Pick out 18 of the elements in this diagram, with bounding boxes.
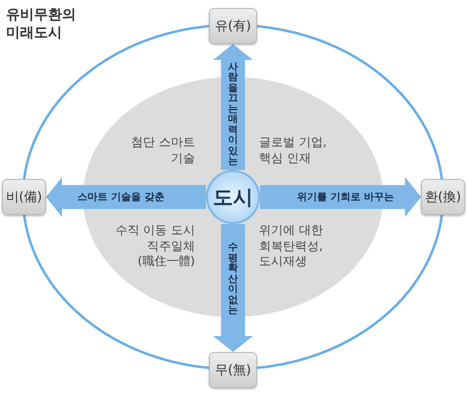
- label-box: 유(有): [209, 8, 257, 44]
- label-box: 환(換): [421, 179, 465, 215]
- quadrant-text: 수직 이동 도시 직주일체 (職住一體): [114, 223, 195, 270]
- arrow: [46, 177, 206, 217]
- arrow: [213, 44, 253, 170]
- edge-label: 사람을끄는매력이있는: [228, 62, 238, 168]
- edge-label: 수평확산이없는: [228, 243, 238, 316]
- quadrant-text: 위기에 대한 회복탄력성, 도시재생: [259, 223, 324, 270]
- arrow: [260, 177, 421, 217]
- label-box: 무(無): [209, 352, 257, 388]
- label-box: 비(備): [2, 179, 46, 215]
- title: 유비무환의 미래도시: [6, 6, 77, 42]
- center-circle: 도시: [206, 170, 260, 224]
- edge-label: 스마트 기술을 갖춘: [78, 191, 165, 204]
- edge-label: 위기를 기회로 바꾸는: [296, 191, 394, 204]
- arrow: [213, 224, 253, 352]
- quadrant-text: 첨단 스마트 기술: [130, 135, 195, 166]
- quadrant-text: 글로벌 기업, 핵심 인재: [259, 135, 328, 166]
